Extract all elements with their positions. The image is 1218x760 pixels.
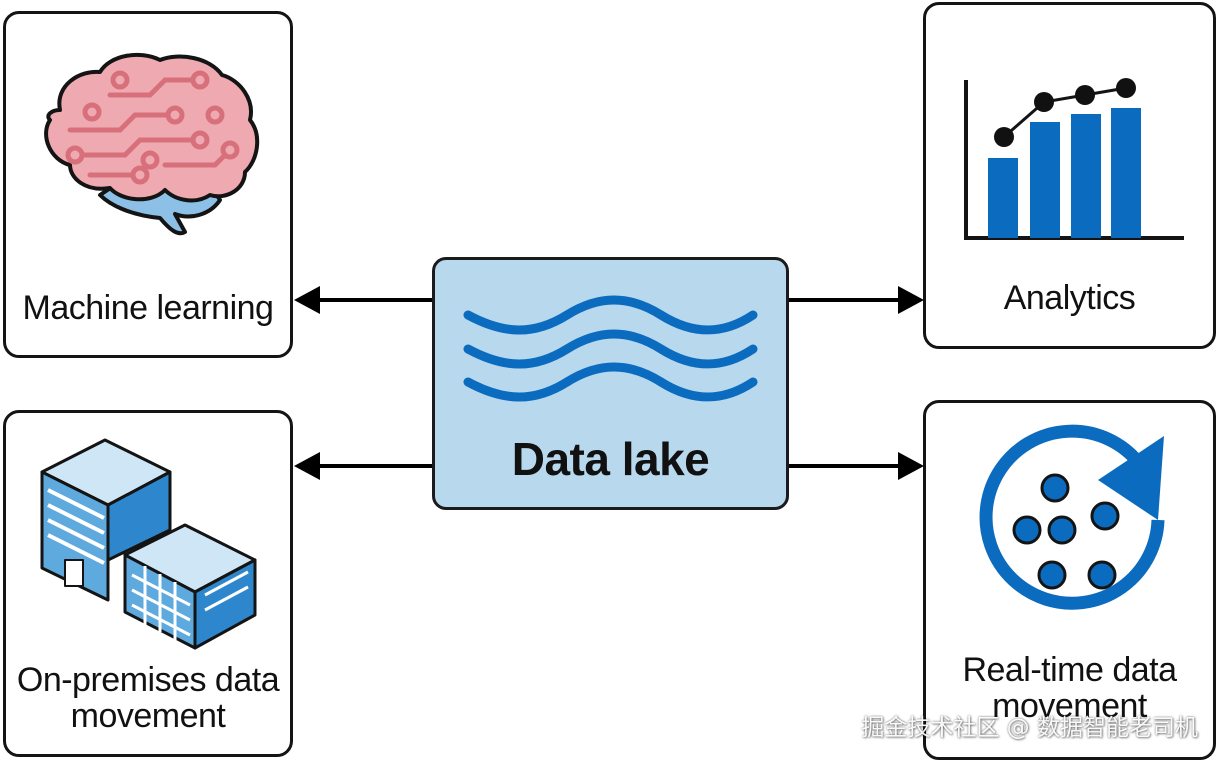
on-premises-label-line2: movement (70, 697, 226, 735)
building-icon (40, 438, 257, 650)
on-premises-label-line1: On-premises data (16, 661, 280, 699)
brain-icon (44, 52, 260, 236)
bar-chart-icon (964, 78, 1184, 240)
machine-learning-label: Machine learning (22, 289, 274, 327)
analytics-label: Analytics (1003, 279, 1136, 317)
analytics-node (923, 2, 1216, 349)
real-time-label-line2: movement (992, 687, 1147, 725)
data-lake-title: Data lake (511, 433, 710, 485)
real-time-node (923, 400, 1216, 760)
data-lake-node (432, 257, 789, 510)
arrow-to-machine-learning (294, 286, 432, 314)
arrow-to-on-premises (294, 452, 432, 480)
arrow-to-analytics (789, 286, 924, 314)
arrow-to-real-time (789, 452, 924, 480)
rotating-dots-icon (979, 424, 1165, 610)
watermark-text: 掘金技术社区 @ 数据智能老司机 (861, 715, 1198, 741)
real-time-label-line1: Real-time data (962, 651, 1177, 689)
waves-icon (463, 295, 758, 402)
